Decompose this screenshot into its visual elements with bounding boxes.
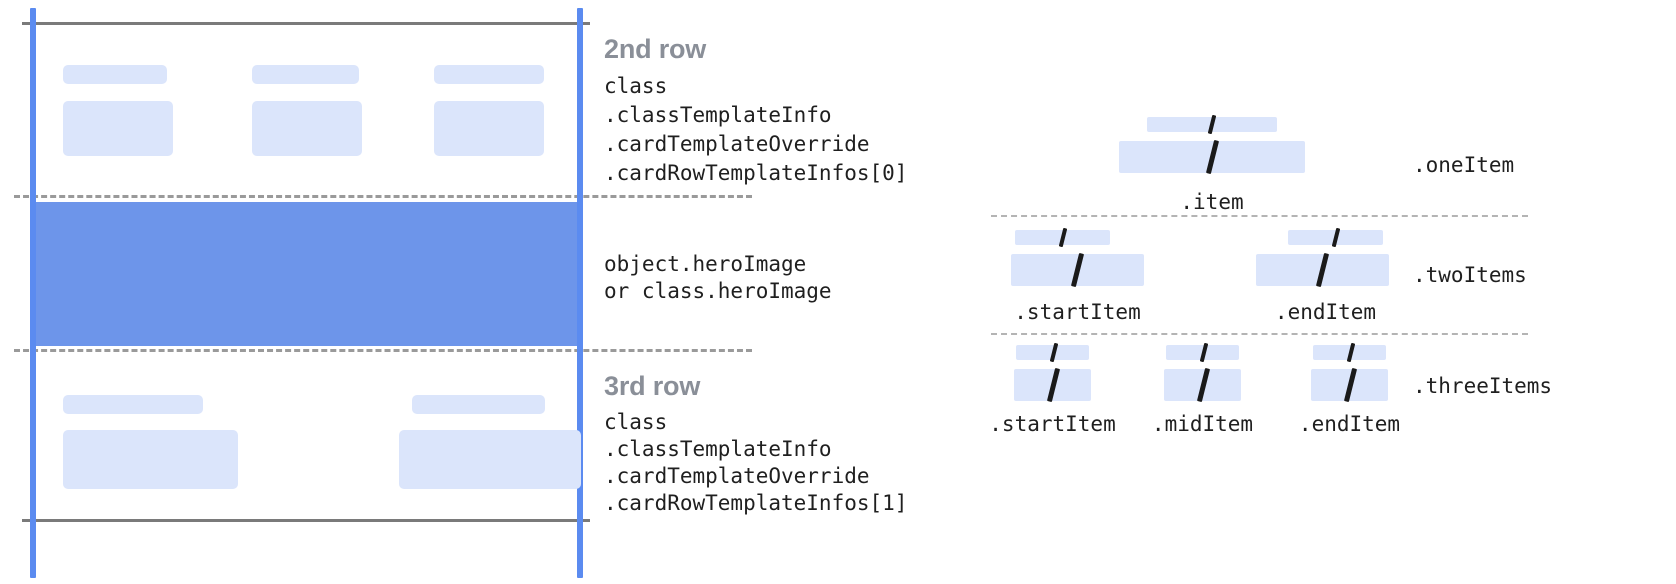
slash-icon: [1199, 342, 1209, 363]
third-row-path-line-3: .cardRowTemplateInfos[1]: [604, 491, 908, 515]
slash-icon: [1343, 367, 1358, 403]
card-left-guide: [30, 8, 36, 578]
card-bottom-rule: [22, 519, 590, 522]
row-separator-top: [14, 195, 752, 198]
item-bar: [1166, 342, 1239, 363]
group-label-one-item: .oneItem: [1413, 153, 1515, 177]
slash-icon: [1058, 227, 1068, 248]
placeholder-box: [63, 101, 173, 156]
row-separator-bottom: [14, 349, 752, 352]
item-label: .item: [1180, 190, 1244, 214]
slash-icon: [1070, 252, 1085, 288]
item-cell: [1164, 342, 1241, 403]
slash-icon: [1331, 227, 1341, 248]
item-cell: [1119, 114, 1305, 175]
item-cell: [1014, 342, 1091, 403]
second-row-path-line-1: .classTemplateInfo: [604, 103, 832, 127]
placeholder-box: [63, 430, 238, 489]
placeholder-bar: [63, 65, 167, 84]
slash-icon: [1196, 367, 1211, 403]
item-label: .startItem: [989, 412, 1116, 436]
item-box: [1119, 139, 1305, 175]
third-row-path-line-2: .cardTemplateOverride: [604, 464, 870, 488]
item-cell: [1011, 227, 1144, 288]
slash-icon: [1207, 114, 1217, 135]
item-bar: [1147, 114, 1277, 135]
item-label: .startItem: [1014, 300, 1141, 324]
item-cell: [1256, 227, 1389, 288]
item-box: [1011, 252, 1144, 288]
item-bar: [1015, 227, 1110, 248]
slash-icon: [1046, 367, 1061, 403]
placeholder-bar: [412, 395, 545, 414]
third-row-path-line-0: class: [604, 410, 668, 434]
placeholder-bar: [434, 65, 544, 84]
second-row-path-line-2: .cardTemplateOverride: [604, 132, 870, 156]
item-label: .endItem: [1274, 300, 1377, 324]
item-label: .midItem: [1151, 412, 1254, 436]
item-box: [1164, 367, 1241, 403]
slash-icon: [1346, 342, 1356, 363]
placeholder-box: [399, 430, 581, 489]
layout-separator-2: [991, 333, 1528, 335]
third-row-title: 3rd row: [604, 371, 701, 401]
group-label-three-items: .threeItems: [1413, 374, 1553, 398]
item-box: [1311, 367, 1388, 403]
item-bar: [1288, 227, 1383, 248]
card-right-guide: [577, 8, 583, 578]
second-row-title: 2nd row: [604, 34, 707, 64]
item-label: .endItem: [1298, 412, 1401, 436]
third-row-path-line-1: .classTemplateInfo: [604, 437, 832, 461]
item-box: [1256, 252, 1389, 288]
hero-image-block: [33, 202, 583, 346]
placeholder-bar: [252, 65, 359, 84]
placeholder-bar: [63, 395, 203, 414]
hero-path-line-1: or class.heroImage: [604, 279, 832, 303]
slash-icon: [1049, 342, 1059, 363]
slash-icon: [1315, 252, 1330, 288]
placeholder-box: [434, 101, 544, 156]
item-bar: [1313, 342, 1386, 363]
item-cell: [1311, 342, 1388, 403]
placeholder-box: [252, 101, 362, 156]
second-row-path-line-0: class: [604, 74, 668, 98]
card-top-rule: [22, 22, 590, 25]
hero-path-line-0: object.heroImage: [604, 252, 807, 276]
layout-separator-1: [991, 215, 1528, 217]
item-bar: [1016, 342, 1089, 363]
group-label-two-items: .twoItems: [1413, 263, 1527, 287]
item-box: [1014, 367, 1091, 403]
slash-icon: [1205, 139, 1220, 175]
second-row-path-line-3: .cardRowTemplateInfos[0]: [604, 161, 908, 185]
